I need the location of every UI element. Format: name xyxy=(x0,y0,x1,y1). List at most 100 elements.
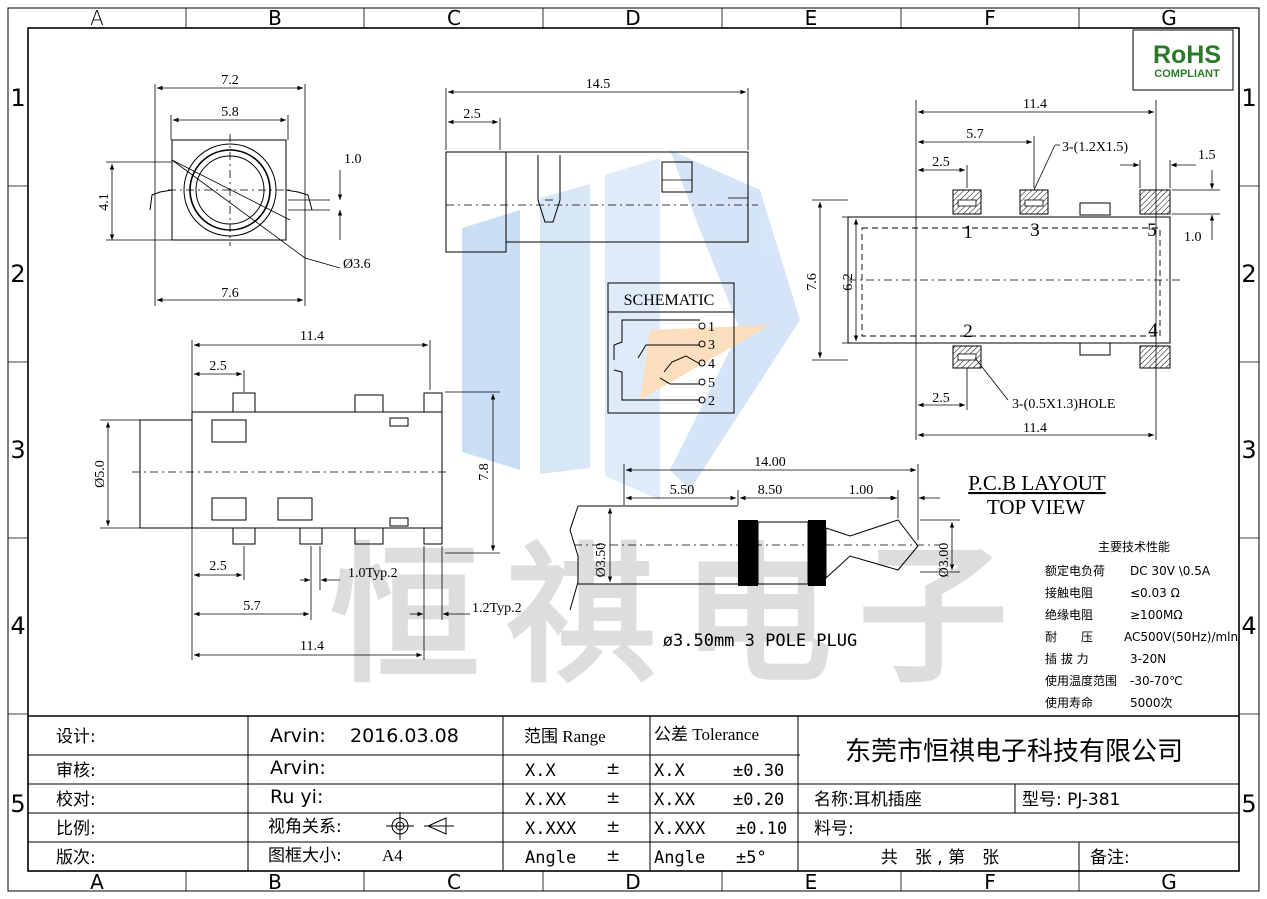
tb-pm-0: ± xyxy=(606,759,620,779)
schematic-pin-5: 5 xyxy=(708,376,715,391)
tb-material: 料号: xyxy=(814,819,854,839)
pcb-dim-b-2-5: 2.5 xyxy=(932,391,950,406)
tb-frame-val: A4 xyxy=(382,846,403,865)
row-label-right-1: 1 xyxy=(1241,84,1256,112)
schematic-pin-3: 3 xyxy=(708,338,715,353)
spec-key-0: 额定电负荷 xyxy=(1045,563,1105,578)
top-dim-11-4: 11.4 xyxy=(300,329,324,344)
col-label-bot-c: C xyxy=(447,870,461,894)
outer-frame xyxy=(7,7,1260,892)
pcb-dim-hole: 3-(0.5X1.3)HOLE xyxy=(1012,397,1115,412)
watermark-text: 恒祺电子 xyxy=(330,530,1034,704)
spec-val-2: ≥100MΩ xyxy=(1130,608,1182,622)
zone-ticks xyxy=(8,8,1259,891)
rohs-badge: RoHS COMPLIANT xyxy=(1132,29,1234,91)
tb-version-label: 版次: xyxy=(56,848,96,868)
schematic-box xyxy=(607,282,735,414)
tb-tolkey-1: X.XX xyxy=(654,790,696,810)
tb-tol-header: 公差 Tolerance xyxy=(654,725,759,744)
spec-key-6: 使用寿命 xyxy=(1045,695,1093,710)
specs-title: 主要技术性能 xyxy=(1098,540,1170,554)
plug-caption: ø3.50mm 3 POLE PLUG xyxy=(663,631,857,651)
spec-val-6: 5000次 xyxy=(1130,696,1173,710)
plug-dim-14: 14.00 xyxy=(754,455,786,470)
top-dim-typ1: 1.0Typ.2 xyxy=(348,566,398,581)
tb-review-val: Arvin: xyxy=(270,757,326,779)
pcb-dim-7-6: 7.6 xyxy=(805,273,820,291)
spec-key-3: 耐 压 xyxy=(1045,630,1093,644)
col-label-bot-b: B xyxy=(268,870,282,894)
tb-check-val: Ru yi: xyxy=(270,786,323,808)
front-dim-7-2: 7.2 xyxy=(221,73,239,88)
pcb-dim-2-5: 2.5 xyxy=(932,155,950,170)
spec-val-1: ≤0.03 Ω xyxy=(1130,586,1180,600)
pcb-pin-4: 4 xyxy=(1148,320,1158,341)
plug-dim-1-0: 1.00 xyxy=(849,483,874,498)
col-label-top-c: C xyxy=(447,6,461,30)
pcb-pin-5: 5 xyxy=(1147,220,1157,241)
col-label-bot-e: E xyxy=(805,870,818,894)
plug-dim-dia-3-0: Ø3.00 xyxy=(937,543,952,578)
spec-key-1: 接触电阻 xyxy=(1045,585,1093,600)
col-label-bot-g: G xyxy=(1161,870,1177,894)
plug-dim-5-5: 5.50 xyxy=(670,483,695,498)
specs-table: 主要技术性能 额定电负荷 DC 30V \0.5A 接触电阻 ≤0.03 Ω 绝… xyxy=(1045,540,1238,710)
pcb-dim-5-7: 5.7 xyxy=(966,127,984,142)
side-dim-2-5: 2.5 xyxy=(463,107,481,122)
tb-frame-label: 图框大小: xyxy=(268,846,342,866)
col-label-bot-a: A xyxy=(90,870,104,894)
col-label-bot-d: D xyxy=(625,870,640,894)
pcb-pin-2: 2 xyxy=(963,321,973,342)
tb-tolval-1: ±0.20 xyxy=(733,790,784,810)
front-dim-4-1: 4.1 xyxy=(97,193,112,211)
spec-key-4: 插 拔 力 xyxy=(1045,651,1089,666)
rohs-title: RoHS xyxy=(1153,41,1221,69)
row-label-left-2: 2 xyxy=(10,260,25,288)
inner-frame xyxy=(27,27,1240,872)
front-dim-dia: Ø3.6 xyxy=(343,257,371,272)
pcb-dim-6-2: 6.2 xyxy=(841,273,856,291)
col-label-top-a: A xyxy=(90,6,104,30)
row-label-right-3: 3 xyxy=(1241,436,1256,464)
top-dim-2-5: 2.5 xyxy=(209,359,227,374)
tb-range-2: X.XXX xyxy=(525,819,577,839)
pcb-caption-2: TOP VIEW xyxy=(987,495,1085,519)
row-label-right-4: 4 xyxy=(1241,612,1256,640)
row-label-left-1: 1 xyxy=(10,84,25,112)
col-label-bot-f: F xyxy=(984,870,996,894)
front-view xyxy=(106,84,343,306)
pcb-caption-1: P.C.B LAYOUT xyxy=(968,471,1106,495)
col-label-top-f: F xyxy=(984,6,996,30)
tb-name: 名称:耳机插座 xyxy=(814,790,922,810)
tb-range-header: 范围 Range xyxy=(524,727,606,746)
tb-remarks: 备注: xyxy=(1090,848,1130,868)
top-dim-dia5: Ø5.0 xyxy=(93,460,108,488)
tb-range-3: Angle xyxy=(525,848,576,868)
pcb-dim-1-0: 1.0 xyxy=(1184,230,1202,245)
pcb-pin-1: 1 xyxy=(963,222,973,243)
pcb-dim-11-4: 11.4 xyxy=(1023,97,1047,112)
top-dim-7-8: 7.8 xyxy=(477,463,492,481)
title-block xyxy=(28,715,1239,871)
tb-tolval-2: ±0.10 xyxy=(736,819,787,839)
col-label-top-g: G xyxy=(1161,6,1177,30)
tb-pm-3: ± xyxy=(606,846,620,866)
spec-val-4: 3-20N xyxy=(1130,652,1166,666)
row-label-left-3: 3 xyxy=(10,436,25,464)
tb-tolkey-0: X.X xyxy=(654,761,685,781)
tb-sheets: 共 张 , 第 张 xyxy=(881,848,999,868)
tb-tolkey-2: X.XXX xyxy=(654,819,706,839)
tb-design-label: 设计: xyxy=(56,727,96,747)
tb-review-label: 审核: xyxy=(56,761,96,781)
spec-val-5: -30-70℃ xyxy=(1130,674,1183,688)
tb-tolkey-3: Angle xyxy=(654,848,705,868)
plug-dim-dia-3-5: Ø3.50 xyxy=(594,543,609,578)
pcb-pin-3: 3 xyxy=(1030,220,1040,241)
schematic-pin-4: 4 xyxy=(708,357,715,372)
tb-range-1: X.XX xyxy=(525,790,567,810)
row-label-left-5: 5 xyxy=(10,790,25,818)
top-view xyxy=(100,340,500,660)
side-dim-14-5: 14.5 xyxy=(586,77,611,92)
row-label-left-4: 4 xyxy=(10,612,25,640)
